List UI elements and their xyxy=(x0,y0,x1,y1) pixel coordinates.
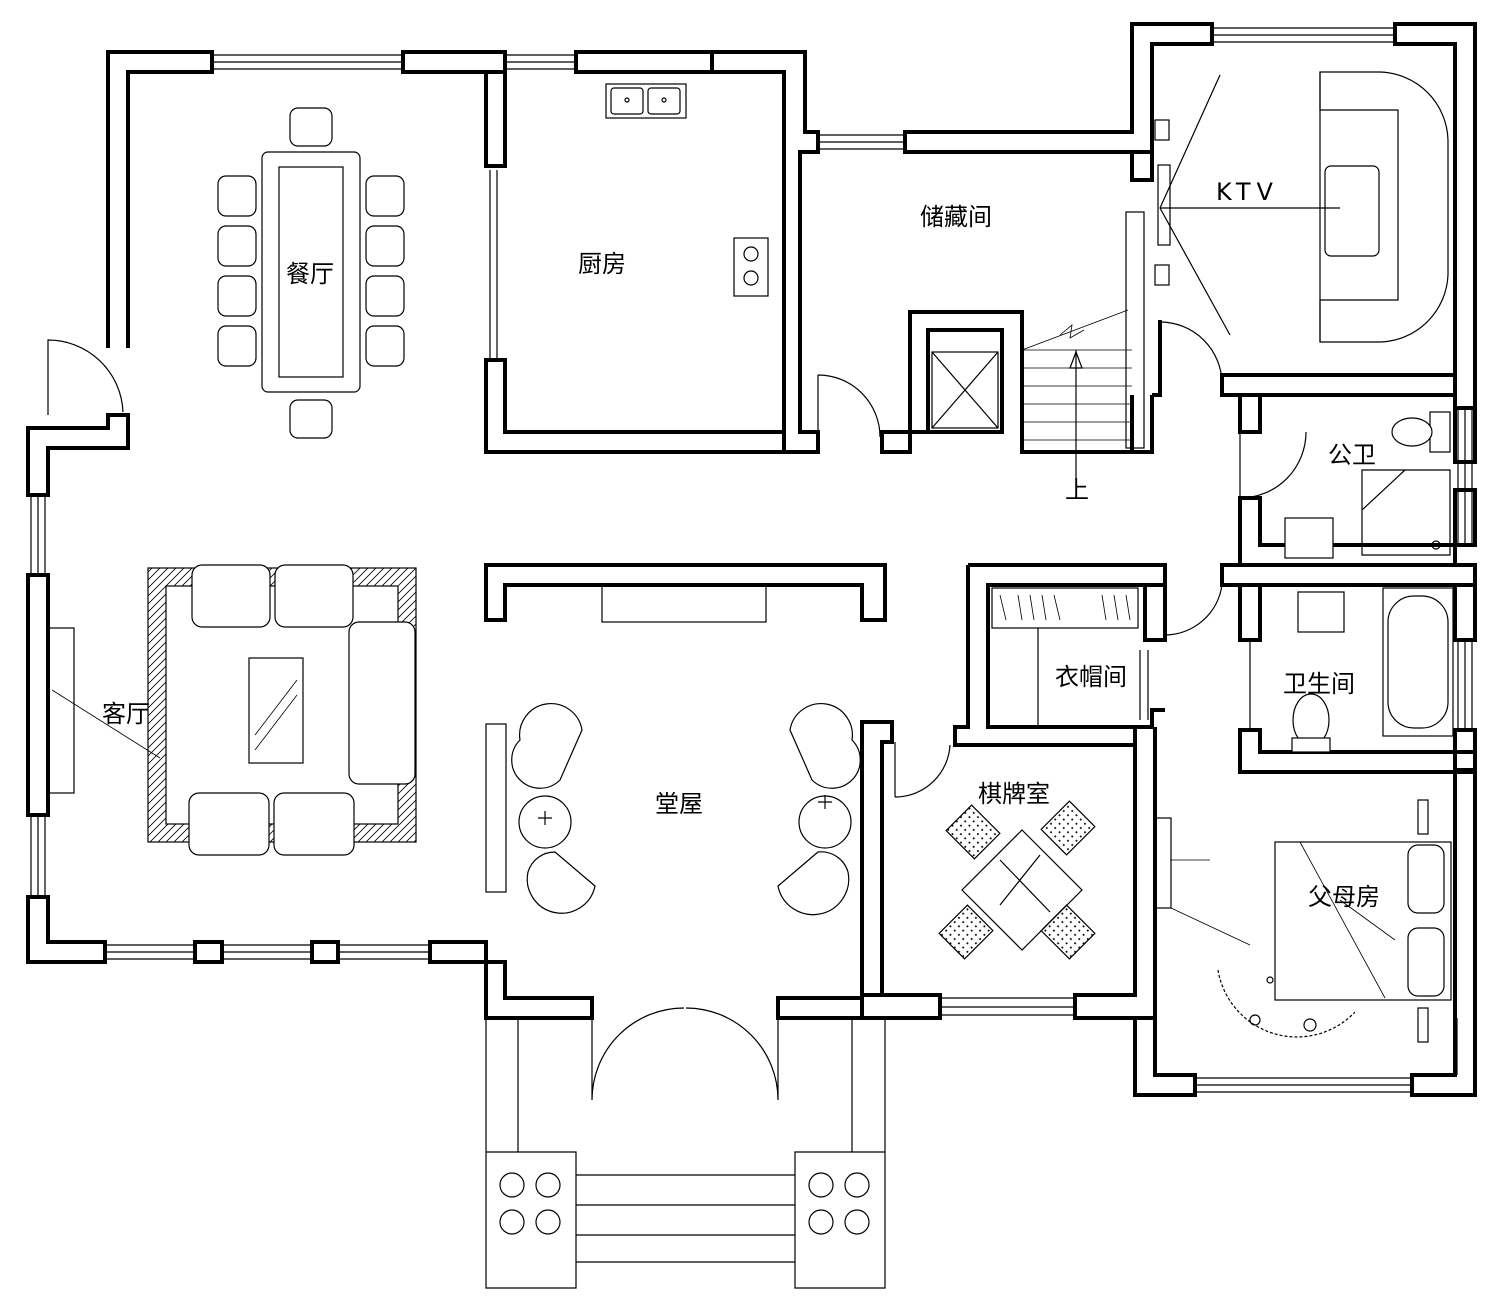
walls xyxy=(26,22,1477,1097)
wall-kitchen-north xyxy=(574,50,714,74)
wall-ktv-north xyxy=(1393,22,1477,410)
wall-ktv-south xyxy=(1220,373,1457,397)
bath-fixtures xyxy=(1291,587,1454,753)
wall-kitchen-east xyxy=(712,50,820,454)
door-kitchen-slide xyxy=(489,170,498,360)
ktv-furniture xyxy=(1154,71,1449,343)
door-wc xyxy=(1239,431,1307,499)
wall-storage-north xyxy=(903,22,1214,154)
wall-living-west xyxy=(26,573,50,817)
label-storage: 储藏间 xyxy=(920,203,992,231)
staircase xyxy=(1021,211,1145,480)
kitchen-sink xyxy=(605,83,687,119)
wall-chess xyxy=(953,565,1137,747)
label-kitchen: 厨房 xyxy=(578,250,626,278)
door-storage xyxy=(817,374,881,438)
dining-chairs xyxy=(217,107,405,439)
wall-wc-east xyxy=(1453,406,1477,464)
kitchen-stove xyxy=(733,237,769,297)
doors xyxy=(47,170,1307,1101)
wall-chess-south xyxy=(860,993,942,1020)
wall-kitchen-south xyxy=(484,358,786,454)
label-hall: 堂屋 xyxy=(655,790,703,818)
wall-dining-west xyxy=(106,50,214,348)
door-chess xyxy=(894,742,951,798)
wall-stair-east xyxy=(1130,152,1154,182)
wall-bathroom-south xyxy=(1238,728,1477,774)
wall-dining-north xyxy=(401,50,507,74)
mahjong-table xyxy=(938,800,1096,960)
label-bathroom: 卫生间 xyxy=(1283,670,1355,698)
wall-cloak-north xyxy=(968,563,1167,729)
bed xyxy=(1154,799,1452,1043)
wall-hall-south-east xyxy=(776,996,864,1020)
door-bathroom xyxy=(1164,565,1223,636)
living-furniture xyxy=(47,564,417,856)
windows xyxy=(30,27,1473,1093)
wall-living-nw xyxy=(26,413,130,497)
label-ktv: KTV xyxy=(1216,178,1279,206)
hall-furniture xyxy=(485,584,861,916)
wall-hall-south-west xyxy=(428,940,594,1020)
planter-right xyxy=(808,1172,870,1235)
door-living-entry xyxy=(47,339,124,415)
label-stair-up: 上 xyxy=(1065,476,1089,504)
wall-hall-partition xyxy=(484,563,887,622)
door-cloak-slide xyxy=(1139,650,1149,720)
wall-parents-south xyxy=(1133,1018,1197,1097)
elevator xyxy=(931,351,999,429)
door-main xyxy=(591,1007,779,1101)
wardrobe xyxy=(991,587,1139,727)
label-dining: 餐厅 xyxy=(286,260,334,288)
label-living: 客厅 xyxy=(102,700,150,728)
label-chess-room: 棋牌室 xyxy=(978,780,1050,808)
room-labels: 餐厅 厨房 储藏间 KTV 公卫 客厅 堂屋 衣帽间 卫生间 棋牌室 父母房 上 xyxy=(102,178,1380,911)
dining-table-set xyxy=(217,107,405,439)
door-ktv xyxy=(1159,321,1223,385)
wall-parents-east xyxy=(1410,770,1477,1097)
label-parents-room: 父母房 xyxy=(1308,883,1380,911)
wall-living-sw xyxy=(26,895,107,964)
wc-fixtures xyxy=(1284,411,1451,559)
porch xyxy=(485,1018,886,1289)
label-public-wc: 公卫 xyxy=(1328,441,1376,469)
label-cloakroom: 衣帽间 xyxy=(1055,663,1127,691)
planter-left xyxy=(499,1172,561,1235)
